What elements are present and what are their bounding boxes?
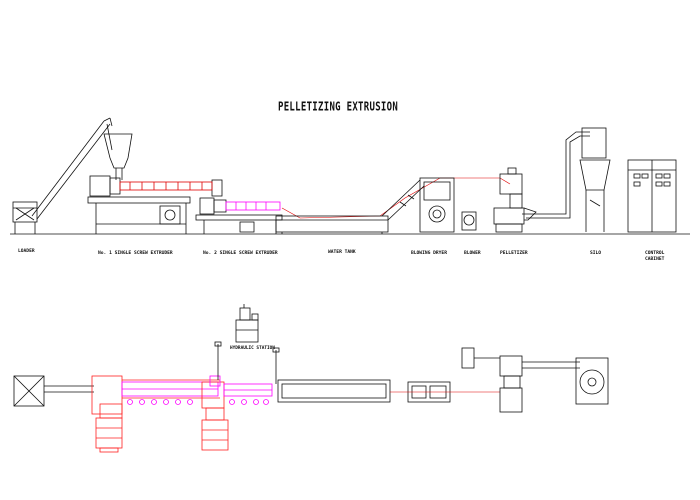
label-control-cabinet-line1: CONTROL [645, 251, 665, 256]
extruder-2-plan-drive [201, 381, 229, 451]
extruder-1-barrel [119, 181, 213, 191]
blowing-dryer [381, 177, 455, 233]
extruder-1-plan-frame [122, 379, 220, 399]
label-silo: SILO [590, 251, 602, 256]
label-blowing-dryer: BLOWING DRYER [411, 251, 447, 256]
melt-valves [214, 341, 280, 384]
extruder-2-plan-barrel [209, 375, 273, 405]
silo-plan [575, 357, 609, 405]
label-control-cabinet-line2: CABINET [645, 257, 665, 262]
label-extruder-1: No. 1 SINGLE SCREW EXTRUDER [98, 251, 173, 256]
label-control-cabinet: CONTROL CABINET [645, 251, 664, 263]
silo [522, 127, 611, 232]
page-title: PELLETIZING EXTRUSION [278, 101, 399, 115]
loader-machine [12, 201, 38, 234]
loader-plan [13, 375, 94, 407]
label-pelletizer: PELLETIZER [500, 251, 528, 256]
extruder-1-plan-drive [91, 375, 123, 453]
label-extruder-2: No. 2 SINGLE SCREW EXTRUDER [203, 251, 278, 256]
screw-conveyor [31, 117, 113, 220]
pelletizer-plan [461, 347, 580, 413]
blower [461, 211, 477, 231]
extruder-2-barrel [225, 201, 281, 211]
water-tank-plan [277, 379, 391, 403]
pelletizer [493, 167, 537, 233]
label-loader: LOADER [18, 249, 35, 254]
hydraulic-station [235, 304, 259, 343]
label-blower: BLOWER [464, 251, 481, 256]
label-hydraulic-station: HYDRAULIC STATION [230, 346, 275, 351]
extruder-1-elevation [87, 133, 223, 234]
extruder-2-elevation [195, 197, 283, 234]
water-tank [275, 215, 389, 234]
label-water-tank: WATER TANK [328, 250, 356, 255]
control-cabinet [627, 159, 677, 233]
extruder-1-plan-barrel [121, 381, 219, 405]
